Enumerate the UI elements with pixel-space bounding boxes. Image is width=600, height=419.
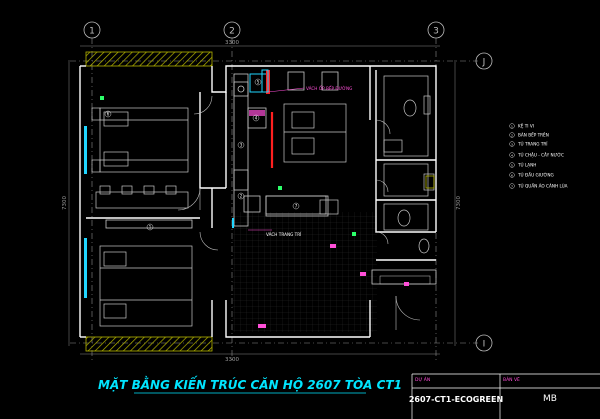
drawing-title: MẶT BẰNG KIẾN TRÚC CĂN HỘ 2607 TÒA CT1: [98, 376, 402, 392]
room-tags: 1 2 3 4 5 6 7: [104, 78, 300, 231]
legend-num-7: 7: [511, 184, 513, 188]
legend-item-4: 4 TỦ CHẬU - CÂY NƯỚC: [509, 152, 564, 158]
walls: [79, 65, 437, 338]
legend-num-3: 3: [511, 142, 513, 146]
title-block-sheet-label: BẢN VẼ: [503, 375, 520, 383]
magenta-marker: [249, 110, 265, 116]
shower-hatch: [425, 175, 435, 189]
hood-leader: [267, 87, 305, 93]
dimension-lines: [68, 45, 456, 355]
legend-item-6: 6 TỦ ĐẦU GIƯỜNG: [509, 172, 554, 178]
legend-num-5: 5: [511, 163, 513, 167]
title-block-project-value: 2607-CT1-ECOGREEN: [409, 395, 503, 404]
legend-label-1: KỆ TI VI: [518, 124, 534, 129]
bed-lower: [99, 245, 193, 327]
legend-num-4: 4: [511, 153, 513, 157]
bathroom-lower: [383, 163, 435, 254]
room-tag-7-label: 7: [295, 204, 298, 209]
grid-bubble-i: I: [475, 334, 493, 352]
legend-item-7: 7 TỦ QUẦN ÁO CÁNH LÙA: [509, 183, 568, 189]
grid-label-1: 1: [89, 27, 95, 37]
grid-bubble-2: 2: [223, 21, 241, 39]
legend-label-3: TỦ TRANG TRÍ: [517, 142, 548, 147]
planter-top-hatch: [85, 51, 213, 67]
window-upper-left: [84, 126, 87, 174]
note-hood: VÁCH ỐP BẾP ĐƯỜNG: [306, 85, 352, 91]
title-block-project-label: DỰ ÁN: [415, 376, 430, 383]
legend-label-4: TỦ CHẬU - CÂY NƯỚC: [517, 153, 564, 158]
room-tag-6-label: 6: [107, 112, 110, 117]
legend-item-3: 3 TỦ TRANG TRÍ: [509, 141, 548, 147]
bathroom-upper: [383, 75, 431, 157]
room-tag-2: 2: [237, 192, 245, 200]
sofa: [265, 195, 329, 217]
legend-item-2: 2 BÀN BẾP TRÊN: [509, 132, 549, 138]
room-tag-4-label: 4: [255, 116, 258, 121]
doors: [177, 95, 421, 330]
title-block-sheet-value: MB: [543, 394, 557, 404]
grid-label-3: 3: [433, 27, 439, 37]
legend-label-6: TỦ ĐẦU GIƯỜNG: [517, 173, 554, 178]
window-lower-left: [84, 238, 87, 298]
grid-bubble-1: 1: [83, 21, 101, 39]
room-tag-3-label: 3: [240, 143, 243, 148]
legend-num-6: 6: [511, 173, 513, 177]
room-tag-5-label: 5: [257, 80, 260, 85]
legend-item-5: 5 TỦ LẠNH: [509, 162, 536, 168]
title-block: DỰ ÁN BẢN VẼ 2607-CT1-ECOGREEN MB: [409, 373, 600, 419]
room-tag-2-label: 2: [240, 194, 243, 199]
legend-num-2: 2: [511, 133, 513, 137]
legend: 1 KỆ TI VI 2 BÀN BẾP TRÊN 3 TỦ TRANG TRÍ…: [509, 123, 568, 189]
grid-bubble-3: 3: [427, 21, 445, 39]
room-tag-4: 4: [252, 114, 260, 122]
dim-bottom: 3300: [225, 357, 239, 363]
window-marker-center: [232, 218, 234, 228]
dim-top: 3300: [225, 40, 239, 46]
grid-bubble-j: J: [475, 52, 493, 70]
legend-label-7: TỦ QUẦN ÁO CÁNH LÙA: [517, 184, 568, 189]
grid-label-2: 2: [229, 27, 235, 37]
legend-num-1: 1: [511, 124, 513, 128]
dim-left: 7300: [62, 196, 68, 210]
room-tag-1-label: 1: [149, 225, 152, 230]
grid-label-j: J: [482, 58, 486, 68]
grid-label-i: I: [483, 340, 486, 350]
column-cyan: [261, 69, 269, 93]
dining-table: [283, 103, 347, 163]
room-tag-5: 5: [254, 78, 262, 86]
room-tag-6: 6: [104, 110, 112, 118]
legend-label-2: BÀN BẾP TRÊN: [518, 132, 549, 138]
side-table: [319, 199, 339, 215]
dim-right: 7300: [456, 196, 462, 210]
bench-cabinet: [105, 219, 193, 229]
desk-chairs: [95, 185, 189, 209]
note-partition: VÁCH TRANG TRÍ: [266, 232, 302, 237]
bed-upper: [91, 107, 189, 173]
legend-item-1: 1 KỆ TI VI: [509, 123, 534, 129]
legend-label-5: TỦ LẠNH: [517, 163, 536, 168]
room-tag-1: 1: [146, 223, 154, 231]
annotation-ticks: [100, 96, 409, 328]
planter-bottom-hatch: [85, 336, 213, 352]
room-tag-7: 7: [292, 202, 300, 210]
room-tag-3: 3: [237, 141, 245, 149]
